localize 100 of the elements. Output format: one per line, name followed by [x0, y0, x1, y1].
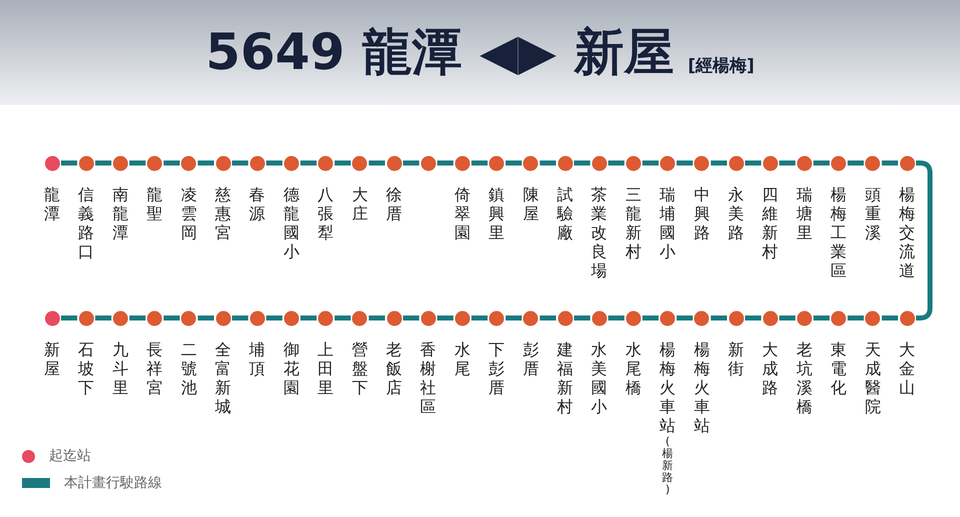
- route-line: [95, 316, 112, 320]
- route-line: [61, 160, 78, 166]
- stop-name: 春源: [249, 184, 266, 222]
- route-line: [710, 160, 727, 166]
- stop-name: 營盤下: [352, 340, 368, 396]
- stop-name: 楊梅火車站: [660, 340, 676, 434]
- route-line: [368, 316, 385, 320]
- route-line: [198, 160, 214, 166]
- route-line: [676, 316, 693, 320]
- route-line: [710, 316, 727, 320]
- stop-name: 下彭厝: [488, 340, 505, 396]
- stop-name: 慈惠宮: [215, 184, 231, 242]
- route-line: [745, 316, 762, 320]
- route-line: [198, 316, 214, 320]
- stop-name: 南龍潭: [112, 184, 128, 242]
- stop-name: 水尾橋: [625, 340, 642, 396]
- stop-name: 二號池: [180, 340, 197, 396]
- legend-label: 起迄站: [49, 447, 91, 465]
- stop-name: 龍聖: [146, 184, 163, 222]
- route-line: [471, 316, 488, 320]
- route-line: [232, 160, 248, 166]
- via-note: [經楊梅]: [688, 55, 754, 77]
- route-line: [266, 160, 282, 166]
- route-line: [334, 316, 351, 320]
- stop-name: 茶業改良場: [591, 184, 608, 280]
- legend-label: 本計畫行駛路線: [64, 474, 162, 492]
- route-line: [506, 160, 522, 166]
- stop-name: 中興路: [694, 184, 710, 242]
- route-line: [916, 160, 932, 320]
- route-line: [300, 316, 317, 320]
- stop-name: 水尾: [454, 340, 470, 378]
- stop-name: 老坑溪橋: [796, 340, 812, 416]
- stop-name: 御花園: [283, 340, 300, 396]
- route-line: [164, 316, 180, 320]
- stop-name: 龍潭: [44, 184, 60, 222]
- stop-name: 永美路: [728, 184, 744, 242]
- stop-note: (楊新路): [662, 436, 674, 496]
- route-line: [882, 316, 898, 320]
- stop-name: 新屋: [44, 340, 60, 378]
- route-line: [642, 316, 659, 320]
- stop-name: 徐厝: [386, 184, 402, 222]
- stop-name: 大成路: [762, 340, 778, 396]
- route-line: [403, 316, 420, 320]
- route-line: [779, 316, 796, 320]
- stop-name: 九斗里: [112, 340, 128, 396]
- route-line: [676, 160, 693, 166]
- stop-name: 瑞埔國小: [660, 184, 676, 260]
- stop-name: 彭厝: [522, 340, 539, 378]
- route-line: [608, 316, 624, 320]
- route-line: [540, 316, 556, 320]
- route-line: [813, 160, 830, 166]
- route-line: [608, 160, 624, 166]
- route-line: [813, 316, 830, 320]
- route-line: [779, 160, 796, 166]
- stop-name: 瑞塘里: [796, 184, 812, 242]
- route-line: [61, 316, 78, 320]
- route-line: [540, 160, 556, 166]
- route-line: [437, 316, 454, 320]
- stop-name: 大金山: [899, 340, 915, 396]
- route-line: [164, 160, 180, 166]
- stop-name: 八張犁: [318, 184, 334, 242]
- stop-name: 東電化: [830, 340, 847, 396]
- stop-name: 楊梅交流道: [899, 184, 915, 280]
- route-line: [368, 160, 385, 166]
- stop-name: 老飯店: [386, 340, 402, 396]
- route-line: [574, 160, 590, 166]
- stop-name: 楊梅工業區: [830, 184, 847, 280]
- route-line: [95, 160, 112, 166]
- stop-name: 大庄: [352, 184, 368, 222]
- stop-name: 陳屋: [522, 184, 539, 222]
- stop-name: 長祥宮: [146, 340, 163, 396]
- stop-name: 頭重溪: [864, 184, 881, 242]
- route-line: [574, 316, 590, 320]
- stop-name: 倚翠園: [454, 184, 470, 242]
- stop-name: 信義路口: [78, 184, 94, 260]
- stop-name: 香榭社區: [420, 340, 436, 416]
- stop-name: 鎮興里: [488, 184, 505, 242]
- stop-name: 楊梅火車站: [694, 340, 710, 434]
- route-line: [403, 160, 420, 166]
- stop-name: 天成醫院: [864, 340, 881, 416]
- route-line: [232, 316, 248, 320]
- stop-name: 全富新城: [215, 340, 231, 416]
- route-line: [848, 316, 864, 320]
- route-title: 5649 龍潭 ◀▶ 新屋: [206, 22, 674, 83]
- route-line: [848, 160, 864, 166]
- stop-name: 上田里: [318, 340, 334, 396]
- stop-name: 新街: [728, 340, 744, 378]
- route-line: [334, 160, 351, 166]
- stop-name: 四維新村: [762, 184, 778, 260]
- route-line: [129, 316, 146, 320]
- route-line: [506, 316, 522, 320]
- route-line: [300, 160, 317, 166]
- route-line: [129, 160, 146, 166]
- stop-name: 建福新村: [557, 340, 573, 416]
- route-line: [471, 160, 488, 166]
- stop-name: 水美國小: [591, 340, 608, 416]
- stop-name: 石坡下: [78, 340, 94, 396]
- route-line: [437, 160, 454, 166]
- stop-name: 三龍新村: [625, 184, 642, 260]
- route-line: [642, 160, 659, 166]
